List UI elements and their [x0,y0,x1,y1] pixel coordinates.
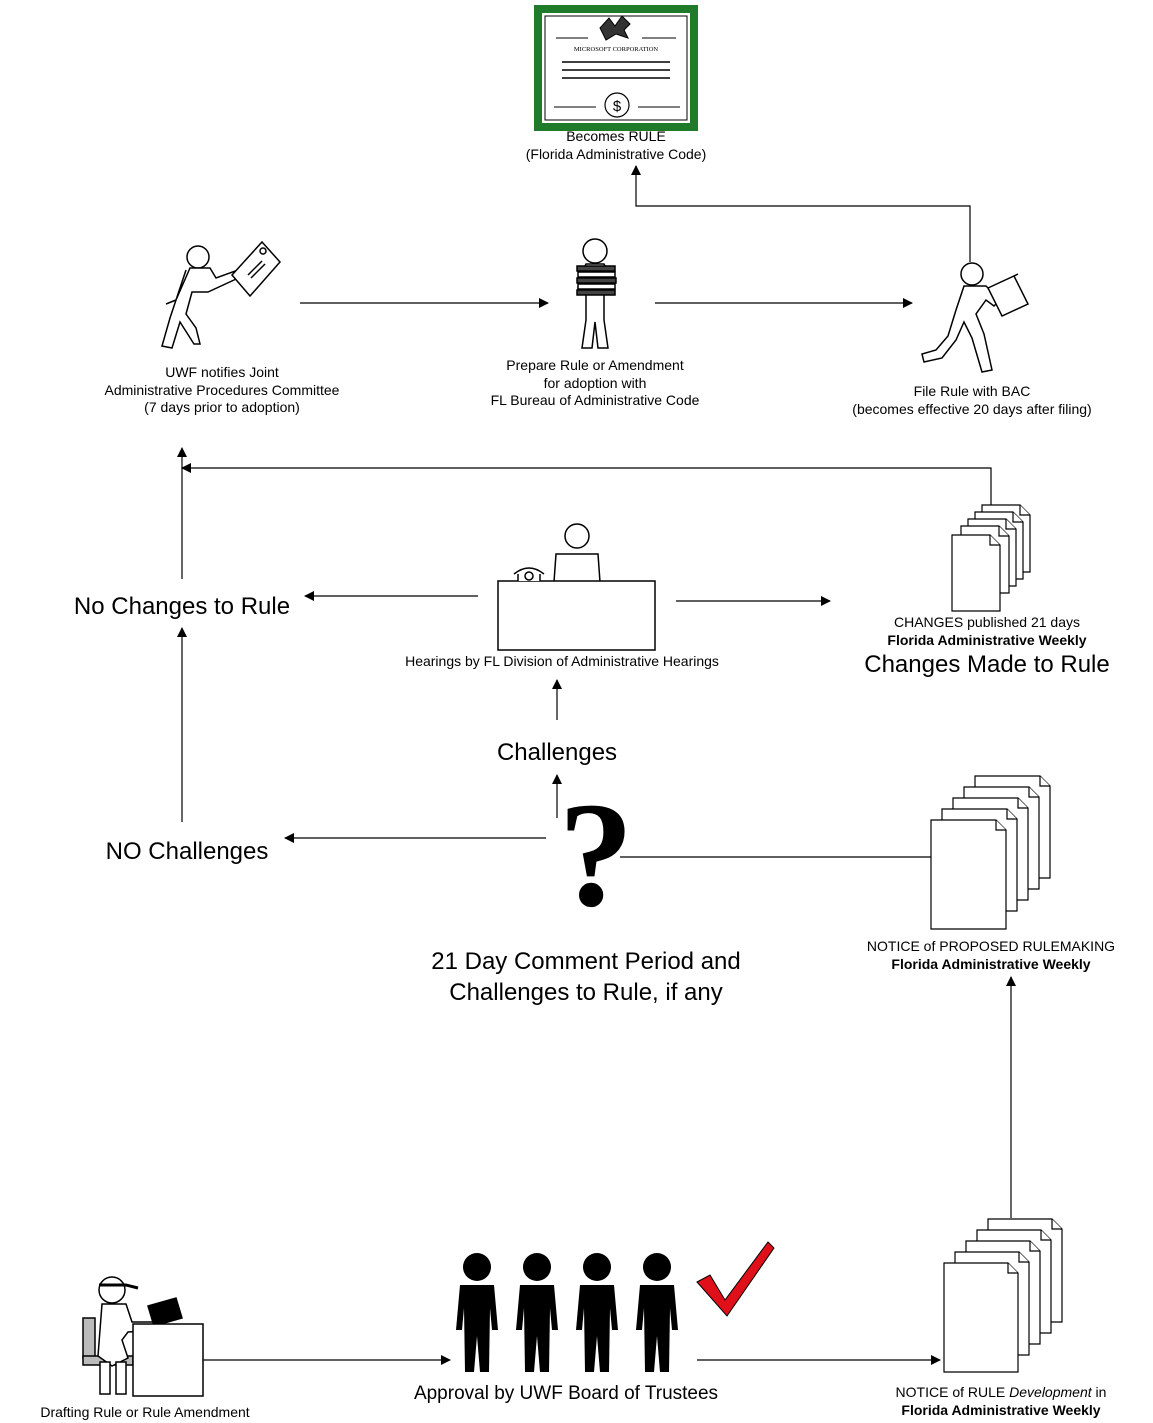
certificate-icon: MICROSOFT CORPORATION $ [534,5,698,131]
changes-published-line2: Florida Administrative Weekly [887,631,1087,648]
rule-development-documents-icon [943,1218,1063,1373]
notice-proposed-line1: NOTICE of PROPOSED RULEMAKING [866,938,1116,954]
becomes-rule-title: Becomes RULE [566,128,666,144]
notice-development-line2: Florida Administrative Weekly [901,1401,1101,1418]
question-mark-icon: ? [559,772,634,938]
prepare-rule-line2: for adoption with [543,374,647,391]
svg-text:?: ? [559,772,634,938]
arrow-file-to-becomes-rule [631,165,971,262]
notice-development-prefix: NOTICE of RULE [895,1384,1010,1400]
flow-connectors [177,165,1016,1365]
notice-development-line1: NOTICE of RULE Development in [851,1384,1151,1402]
hearings-label: Hearings by FL Division of Administrativ… [405,653,719,669]
becomes-rule-subtitle: (Florida Administrative Code) [525,145,707,162]
proposed-rulemaking-documents-icon [930,775,1051,930]
dollar-icon: $ [613,98,622,115]
hearing-desk-icon [497,523,656,651]
file-rule-line2: (becomes effective 20 days after filing) [852,400,1092,417]
changes-documents-icon [951,504,1031,612]
changes-published-label: CHANGES published 21 days Florida Admini… [827,614,1147,680]
approval-label: Approval by UWF Board of Trustees [413,1383,719,1404]
no-changes-label: No Changes to Rule [73,593,291,620]
notice-proposed-label: NOTICE of PROPOSED RULEMAKING Florida Ad… [831,938,1151,973]
uwf-notifies-line2: Administrative Procedures Committee [104,381,340,398]
person-with-books-icon [576,238,617,349]
red-checkmark-icon [696,1241,775,1317]
notice-development-label: NOTICE of RULE Development in Florida Ad… [851,1384,1151,1419]
uwf-notifies-line1: UWF notifies Joint [165,364,279,380]
prepare-rule-line1: Prepare Rule or Amendment [506,357,684,373]
comment-period-line1: 21 Day Comment Period and [431,948,741,975]
board-of-trustees-icon [456,1253,678,1372]
notice-development-italic: Development [1009,1384,1092,1400]
running-person-with-box-icon [921,262,1030,373]
comment-period-line2: Challenges to Rule, if any [449,979,723,1007]
certificate-company-text: MICROSOFT CORPORATION [574,46,659,53]
drafting-label: Drafting Rule or Rule Amendment [40,1404,250,1420]
notice-development-suffix: in [1091,1384,1107,1400]
uwf-notifies-label: UWF notifies Joint Administrative Proced… [42,364,402,417]
arrow-changes-to-uwf [181,463,992,505]
challenges-label: Challenges [496,739,618,766]
file-rule-line1: File Rule with BAC [913,383,1031,399]
file-rule-label: File Rule with BAC (becomes effective 20… [812,383,1132,418]
drafting-desk-icon [82,1276,204,1397]
changes-made-line: Changes Made to Rule [864,651,1110,678]
prepare-rule-line3: FL Bureau of Administrative Code [490,392,700,408]
prepare-rule-label: Prepare Rule or Amendment for adoption w… [445,357,745,410]
uwf-notifies-line3: (7 days prior to adoption) [144,399,300,415]
becomes-rule-label: Becomes RULE (Florida Administrative Cod… [466,128,766,163]
no-challenges-label: NO Challenges [105,838,269,865]
comment-period-label: 21 Day Comment Period and Challenges to … [386,946,786,1008]
person-with-letter-icon [161,240,282,349]
notice-proposed-line2: Florida Administrative Weekly [891,955,1091,972]
changes-published-line1: CHANGES published 21 days [894,614,1080,630]
